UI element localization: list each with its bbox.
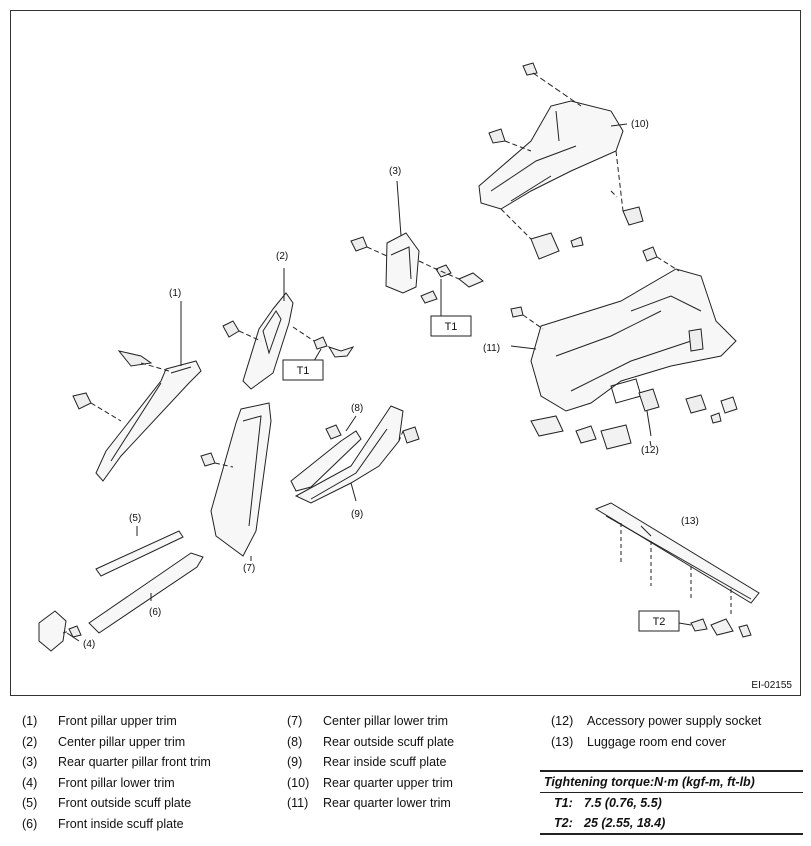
part-rear-inside-scuff-plate [294,405,420,504]
legend-column-3: (12) Accessory power supply socket (13) Lug… [551,714,761,755]
callout-6: (6) [149,607,161,618]
legend-number: (4) [22,775,38,790]
torque-key: T2: [554,816,573,830]
legend-number: (6) [22,816,38,831]
torque-heading: Tightening torque:N·m (kgf-m, ft-lb) [540,772,803,793]
legend-item: (12) Accessory power supply socket [551,714,761,735]
svg-text:T2: T2 [653,616,666,628]
callout-1: (1) [169,288,181,299]
exploded-parts-diagram: T1 T1 T2 (1) (2) (3) (10) (11) (12) (13)… [38,62,760,652]
legend-column-1: (1) Front pillar upper trim (2) Center pill… [22,714,211,837]
torque-key: T1: [554,796,573,810]
legend-label: Front pillar lower trim [58,775,175,790]
callout-4: (4) [83,639,95,650]
diagram-frame: T1 T1 T2 (1) (2) (3) (10) (11) (12) (13)… [10,10,801,696]
legend-item: (3) Rear quarter pillar front trim [22,755,211,776]
legend-item: (8) Rear outside scuff plate [287,735,454,756]
legend-label: Rear quarter lower trim [323,796,451,810]
torque-box-t1-rear-pillar: T1 [430,315,472,337]
legend-label: Front pillar upper trim [58,714,177,728]
legend-number: (9) [287,755,303,769]
part-luggage-room-end-cover [594,502,760,638]
callout-12: (12) [641,445,659,456]
callout-11: (11) [483,343,500,354]
legend-label: Rear outside scuff plate [323,734,455,749]
legend-number: (11) [287,796,309,810]
legend-label: Center pillar lower trim [323,714,449,728]
leader-lines [66,123,692,642]
legend-label: Center pillar upper trim [58,734,186,749]
legend-number: (1) [22,714,38,728]
legend-label: Luggage room end cover [587,734,726,749]
legend-number: (3) [22,755,38,769]
torque-row-t2: T2: 25 (2.55, 18.4) [540,813,803,833]
legend-item: (1) Front pillar upper trim [22,714,211,735]
callout-8: (8) [351,403,363,414]
legend-label: Front outside scuff plate [58,796,192,810]
legend-number: (13) [551,734,574,749]
legend-label: Front inside scuff plate [58,816,184,831]
legend-number: (10) [287,775,310,790]
part-front-pillar-lower-trim [38,610,82,652]
legend-item: (6) Front inside scuff plate [22,817,211,838]
torque-value: 7.5 (0.76, 5.5) [584,796,662,810]
legend-number: (5) [22,796,38,810]
svg-text:T1: T1 [445,321,458,333]
legend-label: Rear quarter pillar front trim [58,755,211,769]
part-front-inside-scuff-plate [88,552,204,634]
legend-label: Rear inside scuff plate [323,755,447,769]
legend-item: (11) Rear quarter lower trim [287,796,454,817]
part-accessory-power-socket [638,388,660,437]
legend-number: (7) [287,714,303,728]
legend-item: (7) Center pillar lower trim [287,714,454,735]
callout-3: (3) [389,166,401,177]
legend-item: (5) Front outside scuff plate [22,796,211,817]
callout-2: (2) [276,251,288,262]
callout-9: (9) [351,509,363,520]
legend-item: (13) Luggage room end cover [551,735,761,756]
callout-5: (5) [129,513,141,524]
legend-number: (8) [287,734,303,749]
svg-text:T1: T1 [297,365,310,377]
callout-7: (7) [243,563,255,574]
legend-item: (2) Center pillar upper trim [22,735,211,756]
callout-13: (13) [681,516,699,527]
legend-item: (4) Front pillar lower trim [22,776,211,797]
callout-10: (10) [631,119,649,130]
legend-label: Accessory power supply socket [587,714,762,728]
torque-row-t1: T1: 7.5 (0.76, 5.5) [540,793,803,813]
torque-value: 25 (2.55, 18.4) [584,816,666,830]
legend-number: (12) [551,714,574,728]
torque-box-t2: T2 [638,610,680,632]
legend-item: (9) Rear inside scuff plate [287,755,454,776]
part-rear-quarter-lower-trim [510,246,738,450]
part-rear-outside-scuff-plate [290,424,362,492]
part-rear-quarter-pillar-front-trim [350,232,484,304]
part-rear-quarter-upper-trim [478,62,644,260]
legend-number: (2) [22,734,38,749]
torque-box-t1-center-pillar: T1 [282,359,324,381]
legend-item: (10) Rear quarter upper trim [287,776,454,797]
figure-id: EI-02155 [751,680,792,691]
torque-table: Tightening torque:N·m (kgf-m, ft-lb) T1:… [540,770,803,835]
part-center-pillar-upper-trim [222,292,355,390]
legend-column-2: (7) Center pillar lower trim (8) Rear outsi… [287,714,454,817]
part-center-pillar-lower-trim [200,402,272,557]
legend-label: Rear quarter upper trim [323,775,453,790]
part-front-pillar-upper-trim [72,350,202,482]
part-front-outside-scuff-plate [95,530,184,577]
